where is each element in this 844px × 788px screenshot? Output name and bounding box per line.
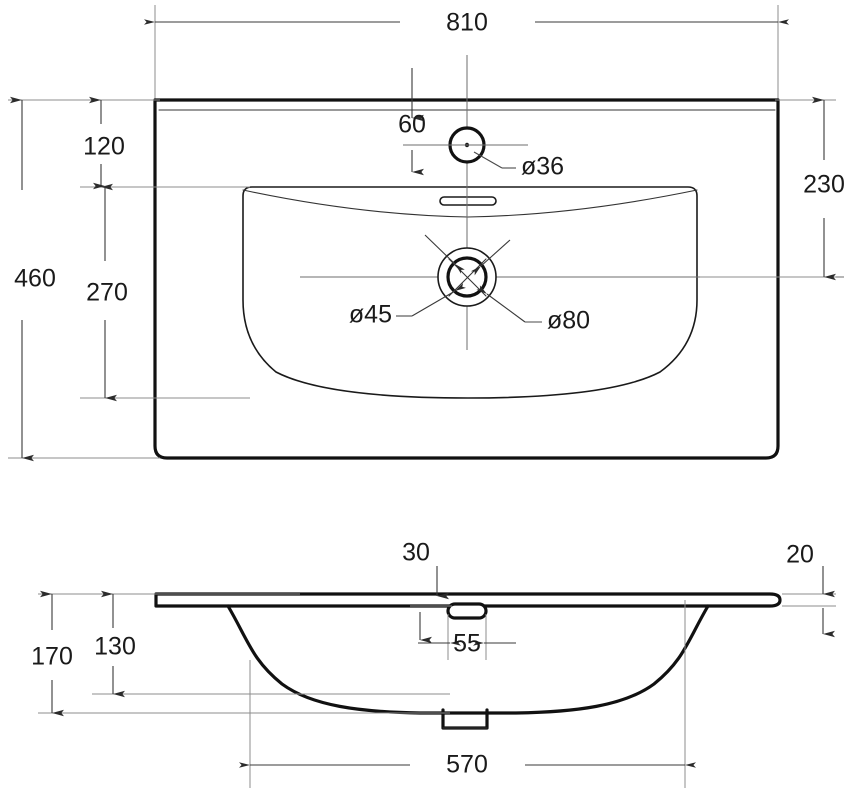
- overflow-slot-top: [439, 196, 497, 206]
- drain-inner-circle: [446, 256, 488, 298]
- bowl-upper-sweep: [242, 189, 698, 218]
- arrow-dia80-upper: [470, 239, 511, 276]
- bowl-profile-section: [226, 604, 710, 715]
- dim-label-810: 810: [446, 9, 488, 37]
- bowl-outline-top: [242, 186, 698, 399]
- dim-label-130: 130: [94, 633, 136, 661]
- dim-label-570: 570: [446, 751, 488, 779]
- slab-outline-section: [154, 592, 782, 608]
- dim-label-460: 460: [14, 265, 56, 293]
- dim-label-120: 120: [83, 133, 125, 161]
- basin-outline-top: [153, 98, 780, 460]
- overflow-slot-section: [446, 602, 488, 620]
- dim-label-60: 60: [398, 111, 426, 139]
- callout-dia45: ø45: [349, 301, 392, 329]
- dim-label-230: 230: [803, 171, 844, 199]
- dim-label-55: 55: [453, 630, 481, 658]
- drain-outer-circle: [437, 247, 497, 307]
- dim-label-270: 270: [86, 279, 128, 307]
- section-view-group: 30 20 170 130 55: [31, 539, 836, 788]
- arrow-dia80-lower: [476, 285, 526, 323]
- dim-label-20: 20: [786, 541, 814, 569]
- top-view-group: 810 ø36: [8, 5, 844, 462]
- leader-dia36: [473, 151, 503, 169]
- callout-dia36: ø36: [521, 153, 564, 181]
- arrow-dia45-lower: [411, 283, 466, 317]
- callout-dia80: ø80: [547, 307, 590, 335]
- arrow-dia45-upper: [424, 234, 465, 274]
- dim-label-170: 170: [31, 643, 73, 671]
- dim-label-30: 30: [402, 539, 430, 567]
